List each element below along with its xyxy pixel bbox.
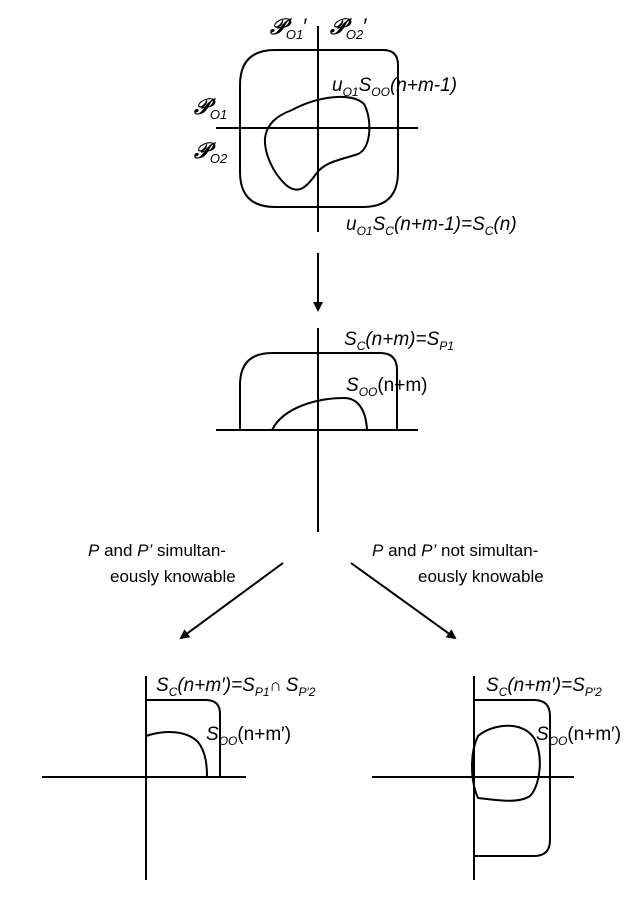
panel1-inner-region xyxy=(263,95,371,191)
panel1-outer-box xyxy=(239,49,399,208)
label-u-soo-n-m-1: uO1SOO(n+m-1) xyxy=(332,75,457,99)
label-sc-n-m-equals-sp1: SC(n+m)=SP1 xyxy=(344,329,454,353)
label-p-o1: 𝒫O1 xyxy=(193,94,227,122)
panel-4: SC(n+m′)=SP′2 SOO(n+m′) xyxy=(372,675,621,880)
label-soo-n-m-prime-right: SOO(n+m′) xyxy=(536,724,621,748)
panel2-outer-box xyxy=(239,352,398,430)
panel4-inner-region xyxy=(471,724,541,802)
panel3-outer-box xyxy=(146,699,221,777)
branch-right-line2: eously knowable xyxy=(418,567,544,586)
panel-2: SC(n+m)=SP1 SOO(n+m) xyxy=(216,328,454,532)
label-p-o2: 𝒫O2 xyxy=(193,138,228,166)
label-sc-equals-sp2: SC(n+m′)=SP′2 xyxy=(486,675,602,699)
branch-right-line1: P and P’ not simultan- xyxy=(372,541,538,560)
arrow-right xyxy=(350,562,457,640)
panel3-inner-region xyxy=(145,731,208,778)
panel-3: SC(n+m′)=SP1∩SP′2 SOO(n+m′) xyxy=(42,675,316,880)
branches: P and P’ simultan- eously knowable P and… xyxy=(88,541,544,640)
branch-left-line2: eously knowable xyxy=(110,567,236,586)
label-p-o2-prime: 𝒫O2′ xyxy=(329,14,367,42)
branch-left-line1: P and P’ simultan- xyxy=(88,541,226,560)
label-soo-n-m-prime-left: SOO(n+m′) xyxy=(206,724,291,748)
label-p-o1-prime: 𝒫O1′ xyxy=(269,14,307,42)
label-u-sc-equals-sc-n: uO1SC(n+m-1)=SC(n) xyxy=(346,214,517,238)
label-sc-equals-sp1-cap-sp2: SC(n+m′)=SP1∩SP′2 xyxy=(156,675,316,699)
label-soo-n-m: SOO(n+m) xyxy=(346,375,428,399)
arrow-left xyxy=(179,562,284,640)
panel2-inner-region xyxy=(271,396,368,431)
panel4-outer-box xyxy=(474,699,551,857)
panel-1: 𝒫O1′ 𝒫O2′ 𝒫O1 𝒫O2 uO1SOO(n+m-1) uO1SC(n+… xyxy=(193,14,517,238)
